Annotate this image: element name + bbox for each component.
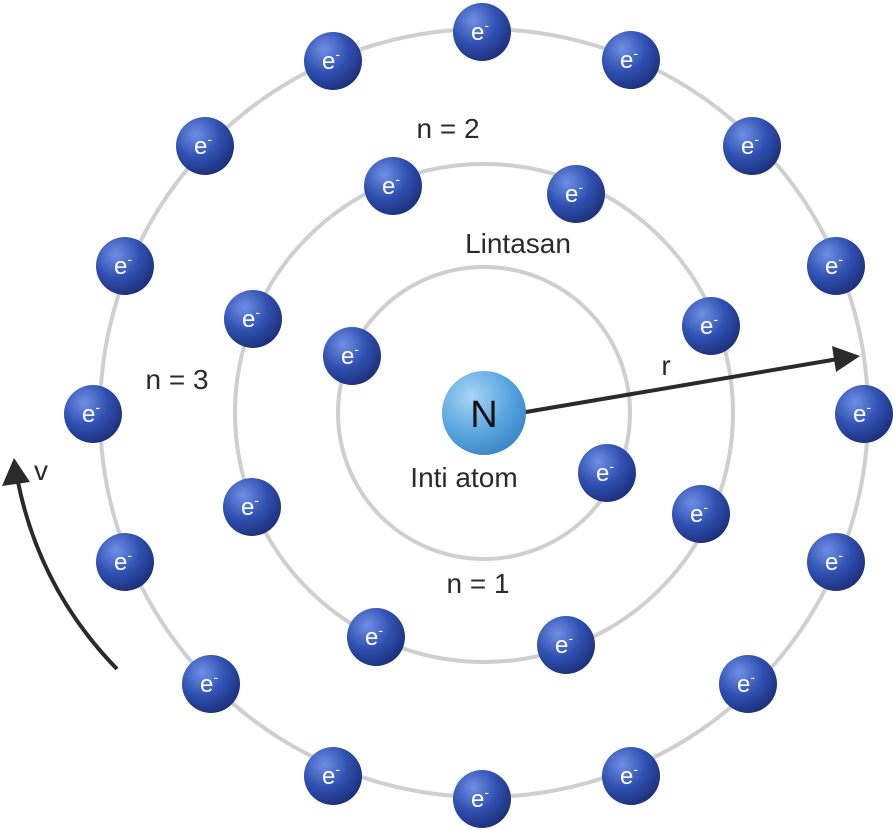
electron-sphere [453, 3, 511, 61]
electron: e- [723, 117, 781, 175]
electron-sphere [176, 117, 234, 175]
nucleus-label: Inti atom [410, 462, 517, 493]
electron: e- [453, 3, 511, 61]
electron: e- [323, 327, 381, 385]
orbit-label-n2: n = 2 [416, 113, 479, 144]
electron: e- [224, 290, 282, 348]
electron-sphere [304, 747, 362, 805]
electrons: e-e-e-e-e-e-e-e-e-e-e-e-e-e-e-e-e-e-e-e-… [64, 3, 893, 828]
electron: e- [835, 385, 893, 443]
radius-arrow [519, 357, 839, 415]
electron-sphere [537, 616, 595, 674]
electron-sphere [304, 32, 362, 90]
electron-sphere [96, 533, 154, 591]
electron: e- [96, 533, 154, 591]
electron-sphere [578, 444, 636, 502]
electron: e- [453, 770, 511, 828]
electron: e- [682, 297, 740, 355]
electron: e- [672, 485, 730, 543]
path-label: Lintasan [465, 228, 571, 259]
electron: e- [602, 747, 660, 805]
electron-sphere [672, 485, 730, 543]
electron: e- [347, 608, 405, 666]
electron: e- [64, 385, 122, 443]
radius-arrowhead [832, 346, 860, 372]
electron-sphere [807, 533, 865, 591]
electron-sphere [364, 157, 422, 215]
electron: e- [807, 533, 865, 591]
electron-sphere [547, 165, 605, 223]
radius-label: r [661, 350, 670, 381]
electron-sphere [682, 297, 740, 355]
electron: e- [602, 31, 660, 89]
electron: e- [182, 655, 240, 713]
electron-sphere [224, 290, 282, 348]
electron: e- [223, 478, 281, 536]
orbit-label-n1: n = 1 [446, 568, 509, 599]
velocity-arrow [16, 481, 119, 671]
orbit-n1 [336, 265, 632, 561]
electron: e- [304, 32, 362, 90]
electron: e- [807, 237, 865, 295]
orbit-label-n3: n = 3 [145, 364, 208, 395]
electron: e- [578, 444, 636, 502]
electron-sphere [96, 237, 154, 295]
velocity-arrowhead [2, 458, 30, 486]
electron-sphere [64, 385, 122, 443]
electron-sphere [347, 608, 405, 666]
orbit-n2 [233, 162, 735, 664]
electron: e- [364, 157, 422, 215]
electron-sphere [223, 478, 281, 536]
electron-sphere [602, 31, 660, 89]
electron-sphere [602, 747, 660, 805]
electron-sphere [182, 655, 240, 713]
electron-sphere [453, 770, 511, 828]
electron-sphere [323, 327, 381, 385]
electron-sphere [719, 655, 777, 713]
velocity-label: v [34, 455, 48, 486]
electron: e- [547, 165, 605, 223]
nucleus [442, 371, 526, 455]
electron-sphere [835, 385, 893, 443]
electron-sphere [723, 117, 781, 175]
electron-sphere [807, 237, 865, 295]
electron: e- [176, 117, 234, 175]
electron: e- [304, 747, 362, 805]
electron: e- [96, 237, 154, 295]
electron: e- [719, 655, 777, 713]
electron: e- [537, 616, 595, 674]
nucleus-symbol: N [470, 394, 497, 436]
